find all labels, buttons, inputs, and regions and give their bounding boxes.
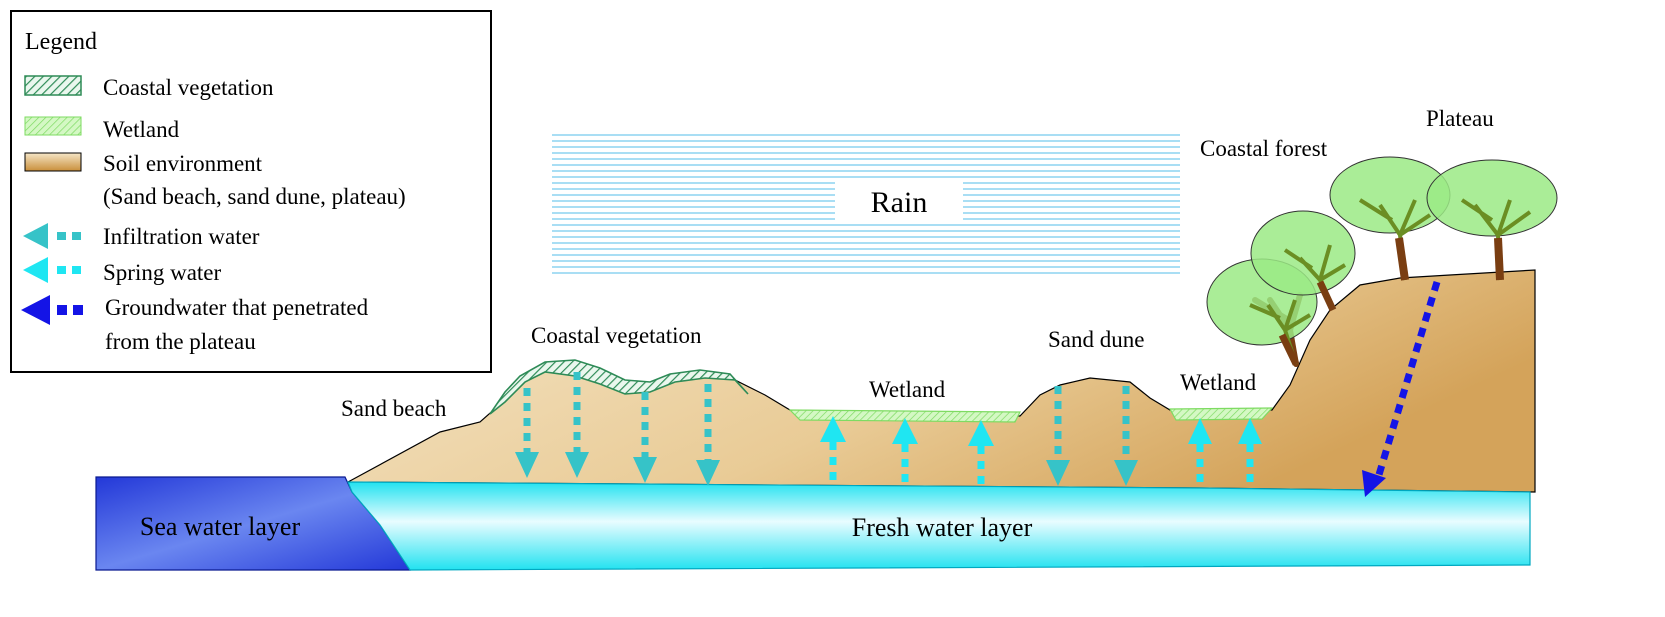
infiltration-arrow-icon xyxy=(23,223,81,249)
legend-title: Legend xyxy=(25,29,97,55)
infiltration-arrow xyxy=(696,384,720,486)
infiltration-arrow xyxy=(565,372,589,478)
sand-beach-label: Sand beach xyxy=(341,396,447,421)
coastal-vegetation-label: Coastal vegetation xyxy=(531,323,702,348)
infiltration-arrow xyxy=(1114,386,1138,486)
wetland-center-patch xyxy=(788,409,1021,423)
spring-arrow xyxy=(1188,418,1212,487)
legend-item-soil-environment-note: (Sand beach, sand dune, plateau) xyxy=(103,184,406,209)
sea-water-layer-label: Sea water layer xyxy=(140,512,301,541)
spring-arrows xyxy=(820,416,1262,487)
infiltration-arrows xyxy=(515,372,1138,486)
soil-environment-swatch-icon xyxy=(24,152,82,172)
legend-item-wetland: Wetland xyxy=(103,117,180,142)
legend-frame xyxy=(10,10,492,373)
wetland-right-patch xyxy=(1168,407,1274,421)
legend-item-groundwater-line2: from the plateau xyxy=(105,329,256,354)
wetland-center-label: Wetland xyxy=(869,377,946,402)
wetland-swatch-icon xyxy=(24,116,82,136)
rain-label: Rain xyxy=(871,186,928,219)
groundwater-arrow xyxy=(1362,280,1441,497)
tree-4 xyxy=(1426,159,1558,281)
legend-item-groundwater-line1: Groundwater that penetrated xyxy=(105,295,369,320)
legend-item-soil-environment: Soil environment xyxy=(103,151,263,176)
infiltration-arrow xyxy=(1046,386,1070,486)
coastal-forest-trees xyxy=(1206,156,1558,367)
coastal-vegetation-band xyxy=(489,359,749,415)
fresh-water-layer xyxy=(347,481,1531,571)
spring-arrow xyxy=(968,420,994,487)
legend-item-coastal-vegetation: Coastal vegetation xyxy=(103,75,274,100)
tree-2 xyxy=(1250,210,1356,312)
legend: Legend Coastal vegetation Wetland Soil e… xyxy=(10,10,492,373)
rain-label-box xyxy=(835,180,963,220)
wetland-right-label: Wetland xyxy=(1180,370,1257,395)
rain-area: Rain xyxy=(552,130,1180,275)
tree-3 xyxy=(1329,156,1451,281)
spring-arrow xyxy=(820,416,846,486)
groundwater-arrow-icon xyxy=(21,295,83,325)
coastal-vegetation-swatch-icon xyxy=(24,75,82,96)
sand-dune-label: Sand dune xyxy=(1048,327,1144,352)
spring-arrow-icon xyxy=(23,257,81,283)
infiltration-arrow xyxy=(633,392,657,483)
legend-item-infiltration-water: Infiltration water xyxy=(103,224,260,249)
spring-arrow xyxy=(892,418,918,486)
infiltration-arrow xyxy=(515,388,539,478)
coastal-forest-label: Coastal forest xyxy=(1200,136,1328,161)
spring-arrow xyxy=(1238,418,1262,487)
fresh-water-layer-label: Fresh water layer xyxy=(852,513,1033,542)
legend-item-spring-water: Spring water xyxy=(103,260,222,285)
plateau-label: Plateau xyxy=(1426,106,1494,131)
